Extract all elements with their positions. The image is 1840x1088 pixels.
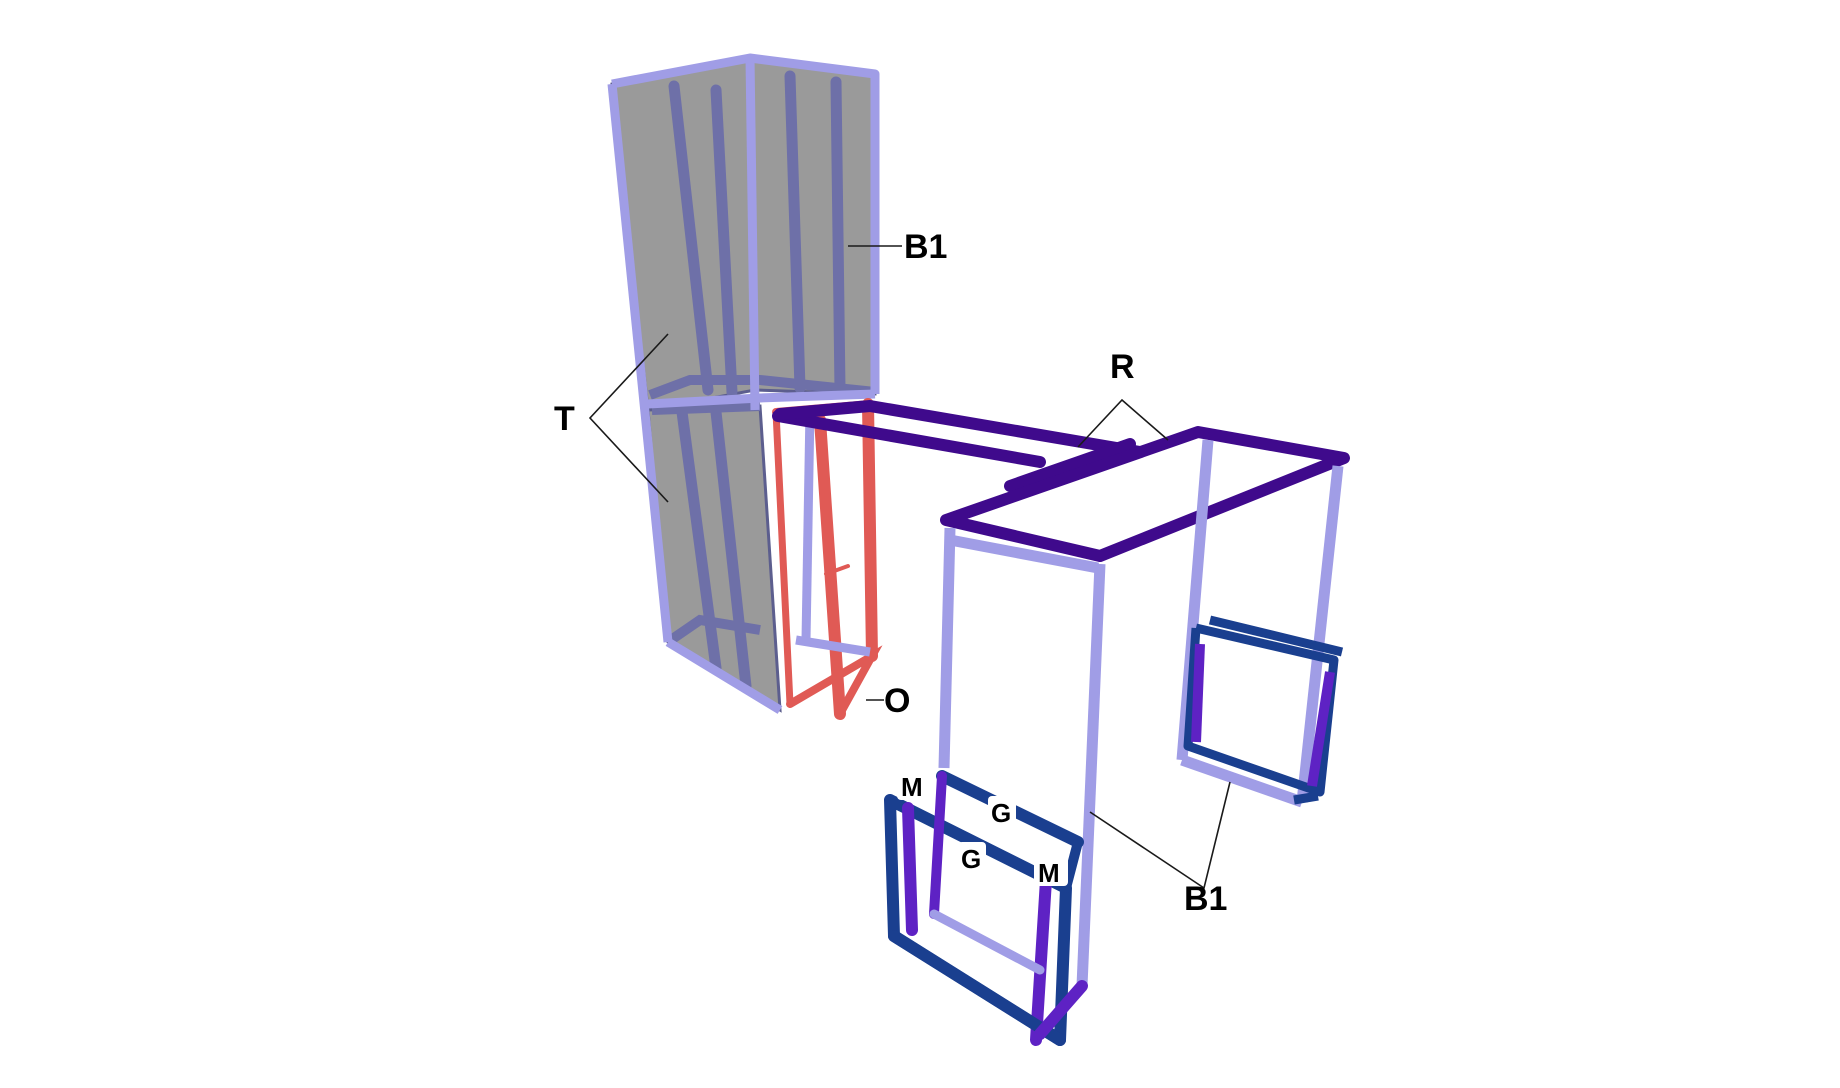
o-frame: [772, 398, 883, 720]
label-b1-bottom: B1: [1184, 880, 1227, 918]
tower-side-panel-upper: [748, 56, 877, 396]
right-window-frame: [1183, 615, 1344, 805]
label-t: T: [554, 400, 575, 438]
label-g-top: G: [991, 798, 1011, 828]
tower-assembly: [607, 53, 880, 714]
label-r: R: [1110, 348, 1135, 386]
r-rails: [772, 400, 1350, 562]
label-b1-top: B1: [904, 228, 947, 266]
tower-mid-bands: [648, 375, 876, 647]
label-m-left: M: [901, 772, 923, 802]
label-m-right: M: [1038, 858, 1060, 888]
tower-outer-frame: [607, 53, 880, 714]
label-g-mid: G: [961, 844, 981, 874]
frame-part-labels: M G G M: [897, 770, 1068, 888]
o-back-bars: [795, 409, 871, 657]
label-o: O: [884, 682, 910, 720]
bottom-window-frame: [884, 770, 1088, 1046]
leader-lines: [588, 245, 1231, 890]
b1-right-box: [938, 439, 1344, 987]
